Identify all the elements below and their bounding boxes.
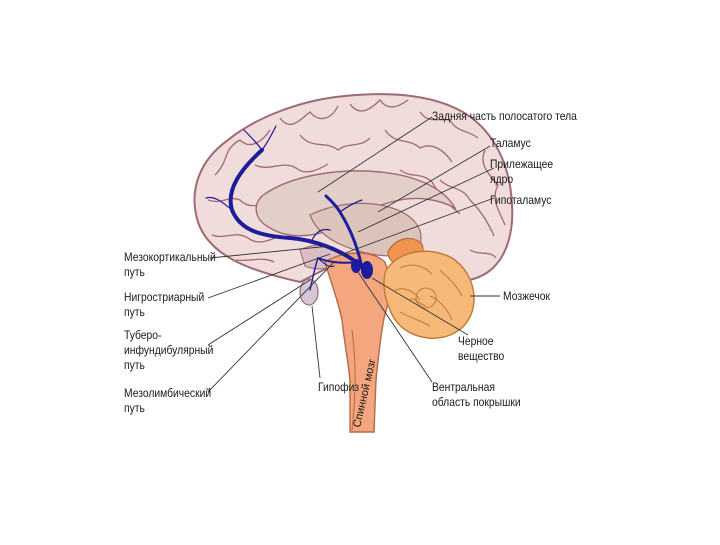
label-line-1: Мезокортикальный <box>124 250 216 265</box>
label-ventral-tegmental-area: Вентральная область покрышки <box>432 380 521 410</box>
label-cerebellum: Мозжечок <box>503 289 550 304</box>
label-text: Гипоталамус <box>490 193 551 208</box>
label-substantia-nigra: Черное вещество <box>458 334 504 364</box>
label-line-2: инфундибулярный <box>124 343 213 358</box>
label-line-2: путь <box>124 265 216 280</box>
label-line-3: путь <box>124 358 213 373</box>
label-thalamus: Таламус <box>490 136 531 151</box>
substantia-nigra-nucleus <box>361 261 373 279</box>
label-line-1: Туберо- <box>124 328 213 343</box>
label-line-1: Черное <box>458 334 504 349</box>
label-text: Таламус <box>490 136 531 151</box>
label-nigrostriatal-pathway: Нигростриарный путь <box>124 290 204 320</box>
pituitary-gland <box>300 279 318 305</box>
label-nucleus-accumbens: Прилежащее ядро <box>490 157 553 187</box>
label-hypothalamus: Гипоталамус <box>490 193 551 208</box>
label-line-2: путь <box>124 401 211 416</box>
label-line-1: Прилежащее <box>490 157 553 172</box>
label-line-1: Мезолимбический <box>124 386 211 401</box>
label-text: Задняя часть полосатого тела <box>432 109 577 124</box>
label-line-2: вещество <box>458 349 504 364</box>
label-line-1: Вентральная <box>432 380 521 395</box>
label-posterior-corpus-striatum: Задняя часть полосатого тела <box>432 109 577 124</box>
label-line-2: путь <box>124 305 204 320</box>
label-line-2: область покрышки <box>432 395 521 410</box>
label-mesocortical-pathway: Мезокортикальный путь <box>124 250 216 280</box>
label-mesolimbic-pathway: Мезолимбический путь <box>124 386 211 416</box>
label-pituitary: Гипофиз <box>318 380 359 395</box>
label-text: Гипофиз <box>318 380 359 395</box>
label-tuberoinfundibular-pathway: Туберо- инфундибулярный путь <box>124 328 213 373</box>
label-text: Мозжечок <box>503 289 550 304</box>
vta-nucleus <box>351 259 361 273</box>
label-line-1: Нигростриарный <box>124 290 204 305</box>
label-line-2: ядро <box>490 172 553 187</box>
